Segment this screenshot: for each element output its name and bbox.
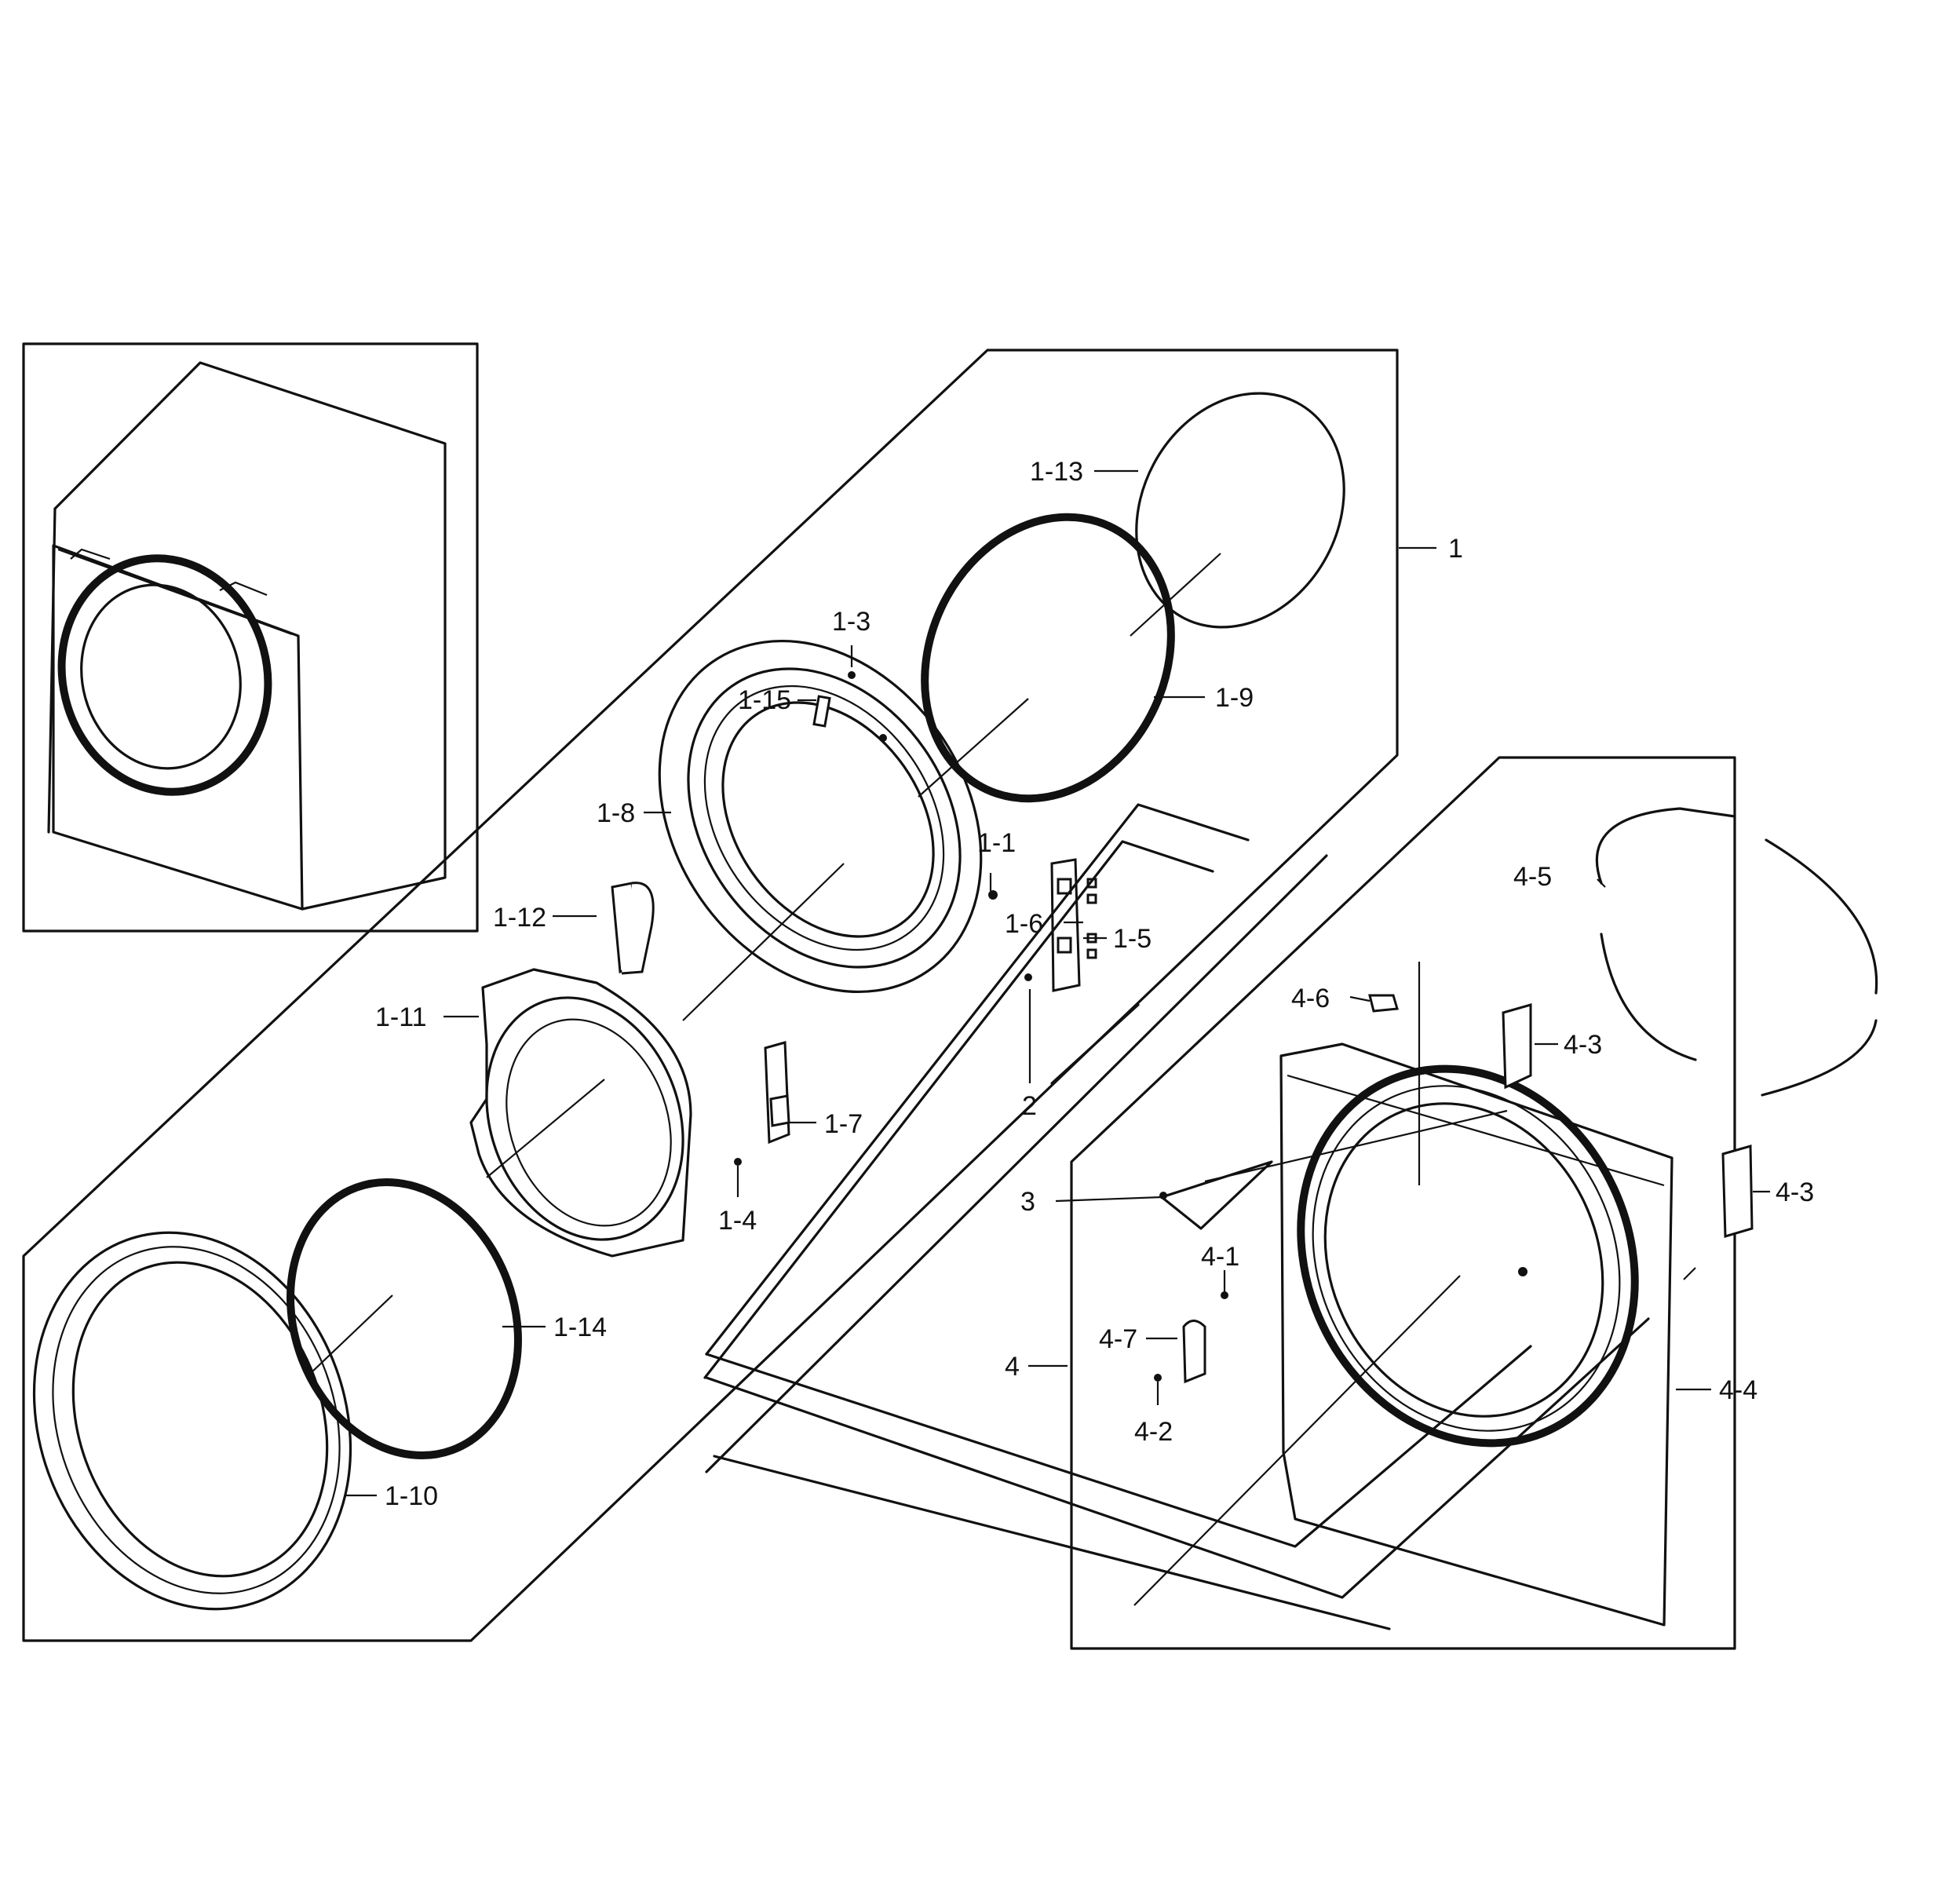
label-4-6: 4-6 <box>1291 984 1330 1013</box>
label-1-9: 1-9 <box>1215 683 1254 713</box>
label-1-10: 1-10 <box>385 1481 438 1511</box>
label-4-1: 4-1 <box>1201 1242 1239 1272</box>
door-seal-ring <box>921 513 1175 803</box>
door-lock-parts <box>1050 858 1097 992</box>
label-1-15: 1-15 <box>738 685 791 715</box>
lock-cover <box>1182 1320 1206 1384</box>
label-1-13: 1-13 <box>1030 457 1083 487</box>
label-1-4: 1-4 <box>718 1206 757 1236</box>
outer-door-seal <box>287 1178 522 1459</box>
label-2: 2 <box>1022 1091 1037 1121</box>
label-1-6: 1-6 <box>1005 909 1043 939</box>
label-1-14: 1-14 <box>553 1313 607 1342</box>
door-glass-inner <box>1135 392 1345 629</box>
label-1: 1 <box>1448 534 1463 564</box>
door-outer-frame <box>469 968 692 1258</box>
label-4-2: 4-2 <box>1134 1417 1173 1447</box>
door-assembly-group <box>22 349 1399 1642</box>
label-1-5: 1-5 <box>1113 924 1152 954</box>
callout-labels: 1 1-13 1-9 1-3 1-15 1-8 1-1 1-12 1-6 1-5… <box>375 457 1814 1511</box>
label-1-12: 1-12 <box>493 903 546 933</box>
side-bracket-right <box>1721 1145 1754 1238</box>
door-hinge <box>764 1041 790 1145</box>
small-connector <box>1368 994 1399 1013</box>
label-1-8: 1-8 <box>597 798 635 828</box>
label-1-7: 1-7 <box>824 1109 863 1139</box>
door-trim-ring <box>32 1231 352 1611</box>
side-bracket-top <box>1502 1003 1532 1090</box>
label-4-3-right: 4-3 <box>1776 1178 1814 1207</box>
leader-lines <box>345 469 1770 1497</box>
label-4-4: 4-4 <box>1719 1375 1757 1405</box>
label-1-11: 1-11 <box>375 1002 427 1032</box>
cabinet-front-group <box>1070 756 1878 1650</box>
label-4-3-top: 4-3 <box>1564 1030 1602 1060</box>
label-1-3: 1-3 <box>832 607 871 637</box>
bumper-ring-segment <box>1595 807 1736 885</box>
label-1-1: 1-1 <box>977 828 1016 858</box>
clip-part <box>812 695 831 728</box>
door-inner-frame <box>658 639 983 994</box>
group-2-3-outlines <box>703 803 1650 1630</box>
label-4: 4 <box>1005 1352 1020 1382</box>
label-4-7: 4-7 <box>1099 1324 1137 1354</box>
assembled-appliance-inset <box>22 342 479 933</box>
label-4-5: 4-5 <box>1513 862 1552 892</box>
label-3: 3 <box>1020 1187 1035 1217</box>
